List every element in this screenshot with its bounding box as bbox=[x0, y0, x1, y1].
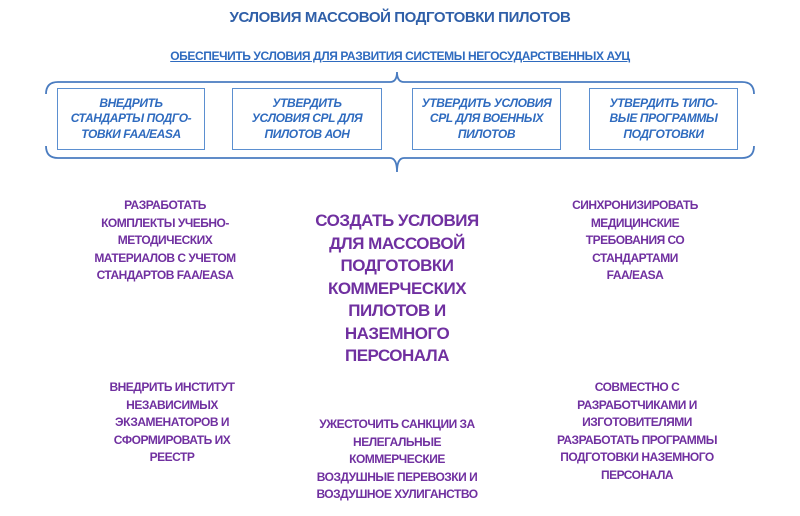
subtitle-text: ОБЕСПЕЧИТЬ УСЛОВИЯ ДЛЯ РАЗВИТИЯ СИСТЕМЫ … bbox=[170, 49, 630, 63]
item-top-right: СИНХРОНИЗИРОВАТЬ МЕДИЦИНСКИЕ ТРЕБОВАНИЯ … bbox=[572, 198, 698, 282]
bottom-bracket bbox=[45, 145, 755, 173]
item-top-left: РАЗРАБОТАТЬ КОМПЛЕКТЫ УЧЕБНО- МЕТОДИЧЕСК… bbox=[94, 198, 236, 282]
box-training-programs: УТВЕРДИТЬ ТИПО- ВЫЕ ПРОГРАММЫ ПОДГОТОВКИ bbox=[589, 88, 738, 150]
bracket-connectors bbox=[45, 71, 755, 173]
subtitle: ОБЕСПЕЧИТЬ УСЛОВИЯ ДЛЯ РАЗВИТИЯ СИСТЕМЫ … bbox=[0, 49, 800, 63]
center-goal: СОЗДАТЬ УСЛОВИЯ ДЛЯ МАССОВОЙ ПОДГОТОВКИ … bbox=[315, 211, 479, 365]
box-cpl-military: УТВЕРДИТЬ УСЛОВИЯ CPL ДЛЯ ВОЕННЫХ ПИЛОТО… bbox=[412, 88, 561, 150]
item-bottom-left: ВНЕДРИТЬ ИНСТИТУТ НЕЗАВИСИМЫХ ЭКЗАМЕНАТО… bbox=[109, 380, 235, 464]
item-bottom-center: УЖЕСТОЧИТЬ САНКЦИИ ЗА НЕЛЕГАЛЬНЫЕ КОММЕР… bbox=[316, 417, 478, 501]
item-bottom-right: СОВМЕСТНО С РАЗРАБОТЧИКАМИ И ИЗГОТОВИТЕЛ… bbox=[556, 380, 718, 482]
top-bracket bbox=[45, 71, 755, 95]
page-title: УСЛОВИЯ МАССОВОЙ ПОДГОТОВКИ ПИЛОТОВ bbox=[229, 9, 571, 26]
box-cpl-aon: УТВЕРДИТЬ УСЛОВИЯ CPL ДЛЯ ПИЛОТОВ АОН bbox=[232, 88, 382, 150]
box-faa-easa-standards: ВНЕДРИТЬ СТАНДАРТЫ ПОДГО- ТОВКИ FAA/EASA bbox=[57, 88, 205, 150]
